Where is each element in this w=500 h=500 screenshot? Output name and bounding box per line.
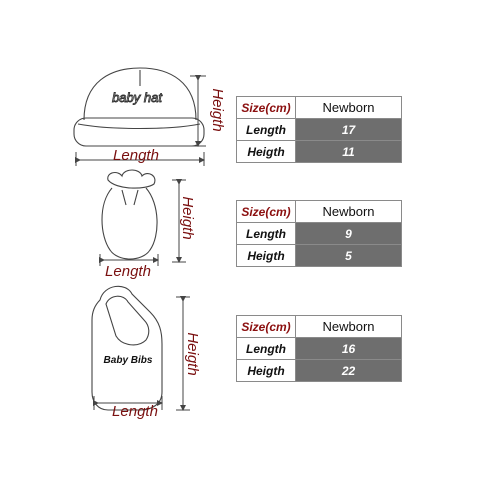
table-header-row: Size(cm) Newborn (236, 96, 402, 119)
mitten-size-table: Size(cm) Newborn Length 9 Heigth 5 (236, 200, 402, 267)
bib-print-text: Baby Bibs (104, 355, 153, 366)
mitten-height-arrow (172, 179, 186, 263)
row-label: Heigth (236, 359, 296, 382)
table-header-row: Size(cm) Newborn (236, 200, 402, 223)
row-value: 17 (295, 118, 402, 141)
row-value: 11 (295, 140, 402, 163)
row-label: Heigth (236, 140, 296, 163)
row-value: 5 (295, 244, 402, 267)
size-header-value: Newborn (295, 315, 402, 338)
size-header-value: Newborn (295, 96, 402, 119)
table-row: Heigth 5 (236, 244, 402, 267)
table-header-row: Size(cm) Newborn (236, 315, 402, 338)
table-row: Length 9 (236, 222, 402, 245)
hat-drawing (73, 67, 205, 147)
bib-length-label: Length (112, 403, 158, 420)
bib-height-arrow (176, 296, 190, 411)
table-row: Length 16 (236, 337, 402, 360)
size-header-label: Size(cm) (236, 315, 296, 338)
hat-print-text: baby hat (112, 90, 163, 105)
table-row: Heigth 11 (236, 140, 402, 163)
row-label: Heigth (236, 244, 296, 267)
table-row: Heigth 22 (236, 359, 402, 382)
mitten-length-label: Length (105, 263, 151, 280)
row-value: 16 (295, 337, 402, 360)
size-header-value: Newborn (295, 200, 402, 223)
hat-length-label: Length (113, 147, 159, 164)
row-value: 22 (295, 359, 402, 382)
bib-height-label: Heigth (184, 332, 201, 375)
row-label: Length (236, 222, 296, 245)
mitten-drawing (101, 169, 158, 260)
row-label: Length (236, 118, 296, 141)
mitten-length-arrow (99, 254, 159, 266)
hat-height-arrow (190, 75, 206, 147)
bib-length-arrow (93, 396, 163, 410)
bib-drawing (91, 285, 163, 411)
size-header-label: Size(cm) (236, 200, 296, 223)
row-label: Length (236, 337, 296, 360)
hat-length-arrow (75, 152, 205, 166)
size-header-label: Size(cm) (236, 96, 296, 119)
mitten-height-label: Heigth (179, 196, 196, 239)
hat-height-label: Heigth (209, 88, 226, 131)
table-row: Length 17 (236, 118, 402, 141)
bib-size-table: Size(cm) Newborn Length 16 Heigth 22 (236, 315, 402, 382)
hat-size-table: Size(cm) Newborn Length 17 Heigth 11 (236, 96, 402, 163)
row-value: 9 (295, 222, 402, 245)
